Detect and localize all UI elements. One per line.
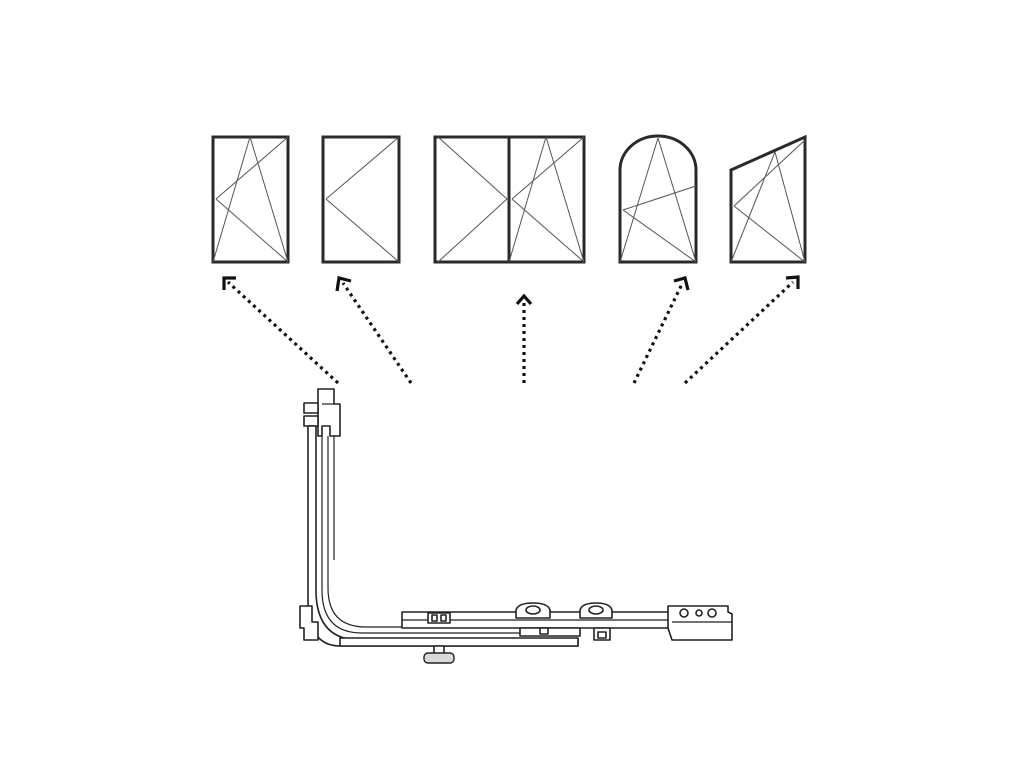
arrow-to-window-1	[222, 276, 340, 385]
arrow-to-window-3	[515, 293, 533, 383]
corner-stay-hardware-icon	[299, 388, 733, 664]
double-sash-window-icon	[433, 135, 586, 264]
arched-window-icon	[618, 134, 698, 264]
arrow-to-window-2	[335, 276, 413, 384]
side-hung-window-icon	[321, 135, 401, 264]
trapezoid-window-icon	[729, 134, 807, 264]
arrow-to-window-4	[632, 276, 690, 384]
tilt-turn-window-icon	[211, 135, 290, 264]
arrow-to-window-5	[683, 275, 800, 385]
